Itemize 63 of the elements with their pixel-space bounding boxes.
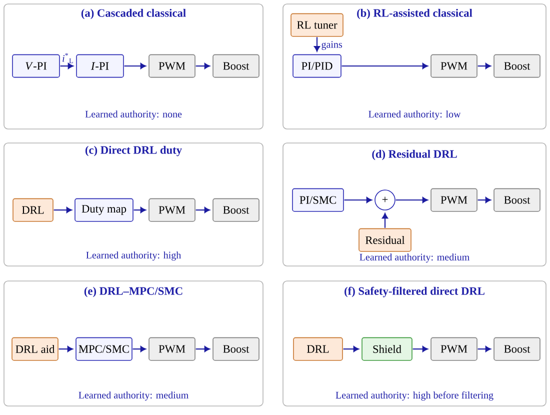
block-box: PWM [430,188,478,212]
summing-junction: + [374,190,396,210]
authority-note: Learned authority: none [85,110,182,120]
panel [4,4,264,130]
arrow [344,196,372,204]
arrow [134,206,146,214]
block-box: PWM [430,54,478,78]
arrow [196,206,210,214]
block-box: PWM [148,54,196,78]
block-box: Boost [212,337,260,361]
arrow [196,346,210,352]
panel-title: (e) DRL–MPC/SMC [84,286,182,298]
arrow [58,346,73,352]
arrow [314,37,320,52]
panel [282,4,546,130]
authority-note: Learned authority: medium [78,391,188,401]
authority-note: Learned authority: medium [360,253,470,263]
learning-box: DRL [293,337,343,361]
authority-note: Learned authority: high before filtering [336,391,494,401]
arrow [342,62,428,70]
panel [4,280,264,406]
learning-box: DRL [12,198,54,222]
learning-box: RL tuner [290,13,344,37]
panel [282,280,546,406]
arrow [343,346,359,352]
controller-box: PI/SMC [292,188,344,212]
controller-box: Duty map [74,198,134,222]
arrow [60,62,74,70]
learning-box: Residual [358,228,412,252]
panel-title: (b) RL-assisted classical [357,8,472,20]
panel [282,142,546,266]
arrow [478,62,491,70]
arrow [196,62,210,70]
block-box: PWM [148,337,196,361]
controller-box: MPC/SMC [76,337,132,361]
arrow [54,206,72,214]
arrow [132,346,146,352]
arrow [478,346,491,352]
block-box: PWM [430,337,478,361]
authority-note: Learned authority: low [368,110,461,120]
panel-title: (a) Cascaded classical [81,8,186,20]
controller-box: I-PI [76,54,124,78]
learning-box: DRL aid [12,337,58,361]
block-box: Boost [494,188,540,212]
controller-box: PI/PID [292,54,342,78]
arrow [382,213,388,228]
shield-box: Shield [362,337,412,361]
block-box: Boost [212,198,260,222]
panel-title: (f) Safety-filtered direct DRL [344,286,484,298]
panel [4,142,264,266]
panel-title: (d) Residual DRL [372,150,457,160]
edge-label: gains [322,41,342,50]
block-box: Boost [494,54,540,78]
arrow [396,196,428,204]
authority-note: Learned authority: high [86,251,181,261]
arrow [412,346,428,352]
block-box: Boost [494,337,540,361]
arrow [124,62,146,70]
panel-title: (c) Direct DRL duty [85,146,182,156]
arrow [478,196,491,204]
block-box: Boost [212,54,260,78]
controller-box: V-PI [12,54,60,78]
block-box: PWM [148,198,196,222]
